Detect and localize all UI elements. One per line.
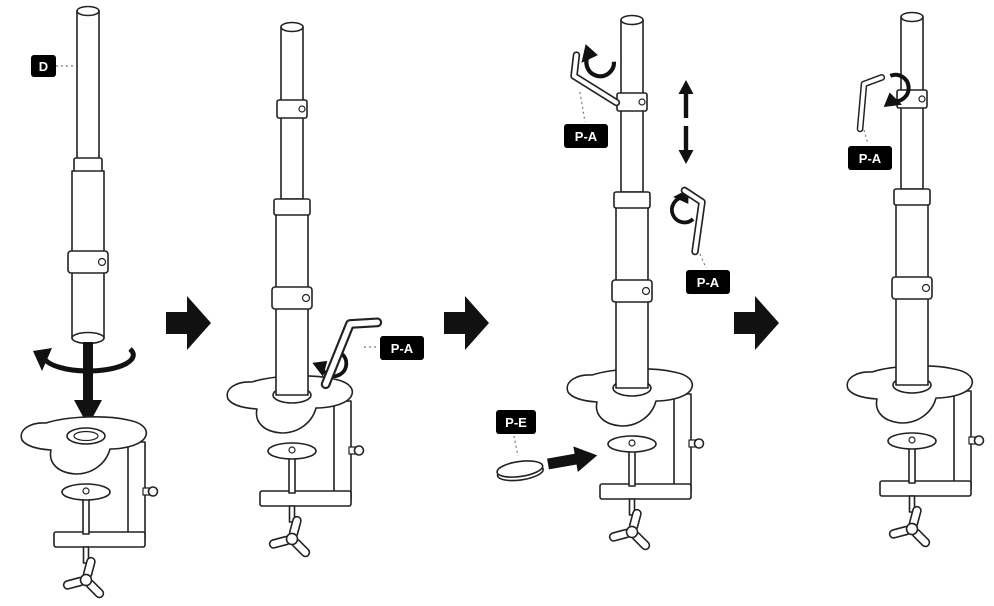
step-2-panel: P-A [227, 21, 424, 560]
pole-upper-tube [76, 10, 100, 162]
rotate-arrowhead [33, 348, 52, 371]
desk-clamp-base-drawing [21, 417, 157, 600]
label-box [31, 55, 56, 77]
label-text: P-A [391, 341, 414, 356]
label-pa-step2: P-A [380, 336, 424, 360]
pole-drawing [891, 11, 933, 386]
desk-clamp-base-drawing [227, 376, 363, 559]
hex-key-icon [860, 76, 882, 130]
pole-on-base [567, 14, 703, 553]
step-4-panel: P-A [847, 11, 983, 550]
label-text: P-A [859, 151, 882, 166]
step-separator-arrow-1 [166, 296, 211, 350]
desk-clamp-base [21, 417, 157, 600]
spacer-pad-top [496, 460, 544, 478]
leader-line [863, 129, 869, 145]
label-text: P-E [505, 415, 527, 430]
step-1-panel: D [21, 5, 157, 601]
pole-bottom-opening [71, 331, 105, 345]
insert-arrow [547, 446, 598, 472]
ring-screw [97, 257, 107, 267]
rotate-arrow-icon [574, 44, 616, 81]
pole-lower-ring [67, 250, 109, 274]
pole-on-base [847, 11, 983, 550]
pole-part [67, 5, 109, 345]
up-down-arrow-icon [678, 80, 694, 164]
desk-clamp-base-drawing [847, 366, 983, 549]
step-separator-arrow-2 [444, 296, 489, 350]
socket-hole [73, 430, 99, 442]
label-text: P-A [697, 275, 720, 290]
rotate-arrow-icon [41, 347, 136, 374]
spacer-pad [496, 460, 544, 482]
insert-arrow-icon [547, 446, 598, 472]
label-text: D [39, 59, 48, 74]
label-box [848, 146, 892, 170]
step-3-panel: P-A P-A P-E [496, 14, 730, 553]
label-box [496, 410, 536, 434]
leader-line [579, 91, 586, 123]
label-pa-step4: P-A [848, 146, 892, 170]
label-pe: P-E [496, 410, 536, 434]
pole-drawing [271, 21, 313, 396]
label-text: P-A [575, 129, 598, 144]
leader-line [699, 253, 707, 269]
label-pa-step3-top: P-A [564, 124, 608, 148]
label-box [380, 336, 424, 360]
label-d: D [31, 55, 56, 77]
pole-top-cap [76, 5, 100, 17]
step-separator-arrow-3 [734, 296, 779, 350]
pole-on-base [227, 21, 363, 560]
label-pa-step3-side: P-A [686, 270, 730, 294]
insert-down-arrow-icon [74, 342, 102, 426]
label-box [564, 124, 608, 148]
pole-drawing [611, 14, 653, 389]
label-box [686, 270, 730, 294]
leader-line [513, 435, 519, 457]
